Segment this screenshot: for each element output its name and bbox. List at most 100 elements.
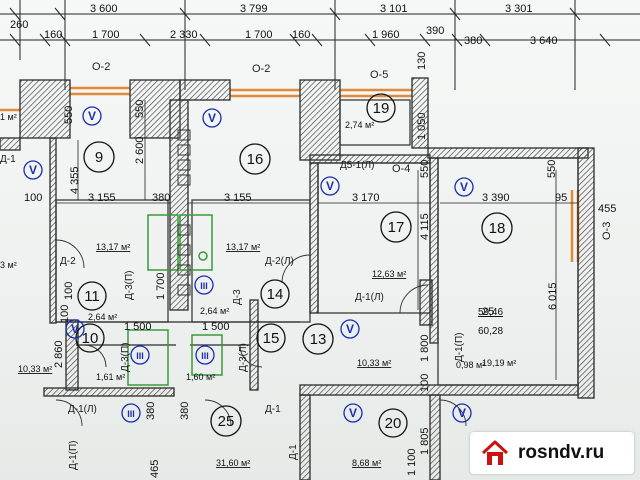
room-areas: 2,74 м² 13,17 м² 13,17 м² 12,63 м² 59,46… <box>0 112 516 468</box>
axis-label-o5: О-5 <box>370 69 388 81</box>
room-number: 18 <box>489 220 506 237</box>
axis-label-o2-a: О-2 <box>92 61 110 73</box>
dim-top-2: 3 600 <box>90 3 118 15</box>
dim: 25 <box>482 306 494 318</box>
area-label: 1 м² <box>0 112 17 122</box>
door-label: Д-2(Л) <box>265 256 294 267</box>
door-label: Д-3(П) <box>120 342 131 372</box>
door-label: Д-3 <box>232 289 243 305</box>
room-number: 19 <box>373 100 390 117</box>
inner-dimension-lines <box>56 100 578 380</box>
door-label: Д-1(Л) <box>355 292 384 303</box>
dim: 3 155 <box>88 192 116 204</box>
door-label: Д-1 <box>265 404 281 415</box>
dim: 1 805 <box>419 427 431 455</box>
dim: 95 <box>555 192 567 204</box>
door-labels: Д5-1(Л) Д-2 Д-2(Л) Д-1(Л) Д-3(П) Д-3 Д-3… <box>0 154 465 470</box>
vent-icon: V <box>326 179 334 193</box>
area-label: 0,98 м² <box>456 360 485 370</box>
partitions <box>55 99 579 386</box>
dim: 1 500 <box>124 321 152 333</box>
area-label: 12,63 м² <box>372 269 406 279</box>
vent-icon: V <box>349 406 357 420</box>
dim: 1 800 <box>419 334 431 362</box>
room-number: 9 <box>95 149 103 166</box>
dim: 550 <box>63 106 75 124</box>
room-number: 20 <box>385 415 402 432</box>
area-label: 1,60 м² <box>186 372 215 382</box>
area-label: 59,46 <box>478 307 503 318</box>
door-label: Д-1(П) <box>68 440 79 470</box>
dim: 100 <box>63 282 75 300</box>
dim-row2-4: 1 700 <box>245 29 273 41</box>
vent-icon: V <box>208 111 216 125</box>
dim: 6 015 <box>547 282 559 310</box>
dim: 550 <box>134 100 146 118</box>
vent-marks <box>23 106 474 423</box>
stair-mark: III <box>201 351 209 361</box>
dim: 1 050 <box>416 112 428 140</box>
area-label: 10,33 м² <box>18 364 52 374</box>
dim: 100 <box>24 192 42 204</box>
walls <box>0 77 595 480</box>
door-label: Д-2 <box>60 256 76 267</box>
dim-top-1: 260 <box>10 19 28 31</box>
dim: 4 115 <box>419 213 431 240</box>
area-label: 8,68 м² <box>352 458 381 468</box>
room-number: 14 <box>267 286 284 303</box>
area-label: 13,17 м² <box>96 242 130 252</box>
area-label: 2,74 м² <box>345 120 374 130</box>
room-number: 17 <box>388 219 405 236</box>
dim: 4 355 <box>69 166 81 194</box>
vent-icon: V <box>71 322 79 336</box>
door-label: Д-3(Л) <box>238 343 249 372</box>
stair-mark: III <box>200 281 208 291</box>
area-label: 3 м² <box>0 260 17 270</box>
dim: 3 155 <box>224 192 252 204</box>
door-label: Д-3(П) <box>124 270 135 300</box>
dim: 2 860 <box>53 340 65 368</box>
plumbing <box>127 214 223 386</box>
room-number: 25 <box>218 413 235 430</box>
area-label: 13,17 м² <box>226 242 260 252</box>
dim-row2-8: 380 <box>464 35 482 47</box>
axis-label-o4: О-4 <box>392 163 410 175</box>
dim-row2-5: 160 <box>292 29 310 41</box>
dim-top-5: 3 301 <box>505 3 533 15</box>
stair-mark: III <box>136 351 144 361</box>
area-label: 31,60 м² <box>216 458 250 468</box>
dim: 1 700 <box>155 272 167 300</box>
top-dimension-lines <box>0 0 640 90</box>
vent-icon: V <box>460 180 468 194</box>
dim: 100 <box>419 374 431 392</box>
area-label: 19,19 м² <box>482 358 516 368</box>
vent-icon: V <box>458 406 466 420</box>
dim-row2-9: 3 640 <box>530 35 558 47</box>
watermark-badge: rosndv.ru <box>470 432 634 474</box>
top-dimension-row2: 160 1 700 2 330 1 700 160 1 960 390 380 … <box>44 25 558 47</box>
dim: 100 <box>59 305 71 323</box>
stair-mark: III <box>127 409 135 419</box>
dim: 3 170 <box>352 192 380 204</box>
area-label: 1,61 м² <box>96 372 125 382</box>
shaft-symbols <box>177 129 191 296</box>
dim: 1 100 <box>406 448 418 476</box>
inner-dimensions: 550 2 600 550 1 050 130 550 4 355 100 3 … <box>24 52 616 478</box>
room-number: 13 <box>310 331 327 348</box>
area-label: 2,64 м² <box>88 312 117 322</box>
room-circles <box>75 93 513 438</box>
dim-top-4: 3 101 <box>380 3 408 15</box>
dim: 380 <box>152 192 170 204</box>
room-number: 16 <box>247 151 264 168</box>
area-label: 10,33 м² <box>357 358 391 368</box>
axis-label-o3: О-3 <box>601 222 613 240</box>
dim: 130 <box>416 52 428 70</box>
area-label: 60,28 <box>478 326 503 337</box>
vent-icon: V <box>88 109 96 123</box>
house-icon <box>481 440 509 465</box>
door-label: Д-1 <box>288 444 299 460</box>
area-label: 2,64 м² <box>200 306 229 316</box>
dim-row2-1: 160 <box>44 29 62 41</box>
room-numbers: 9 16 19 17 18 11 14 10 15 13 25 20 <box>82 100 506 432</box>
